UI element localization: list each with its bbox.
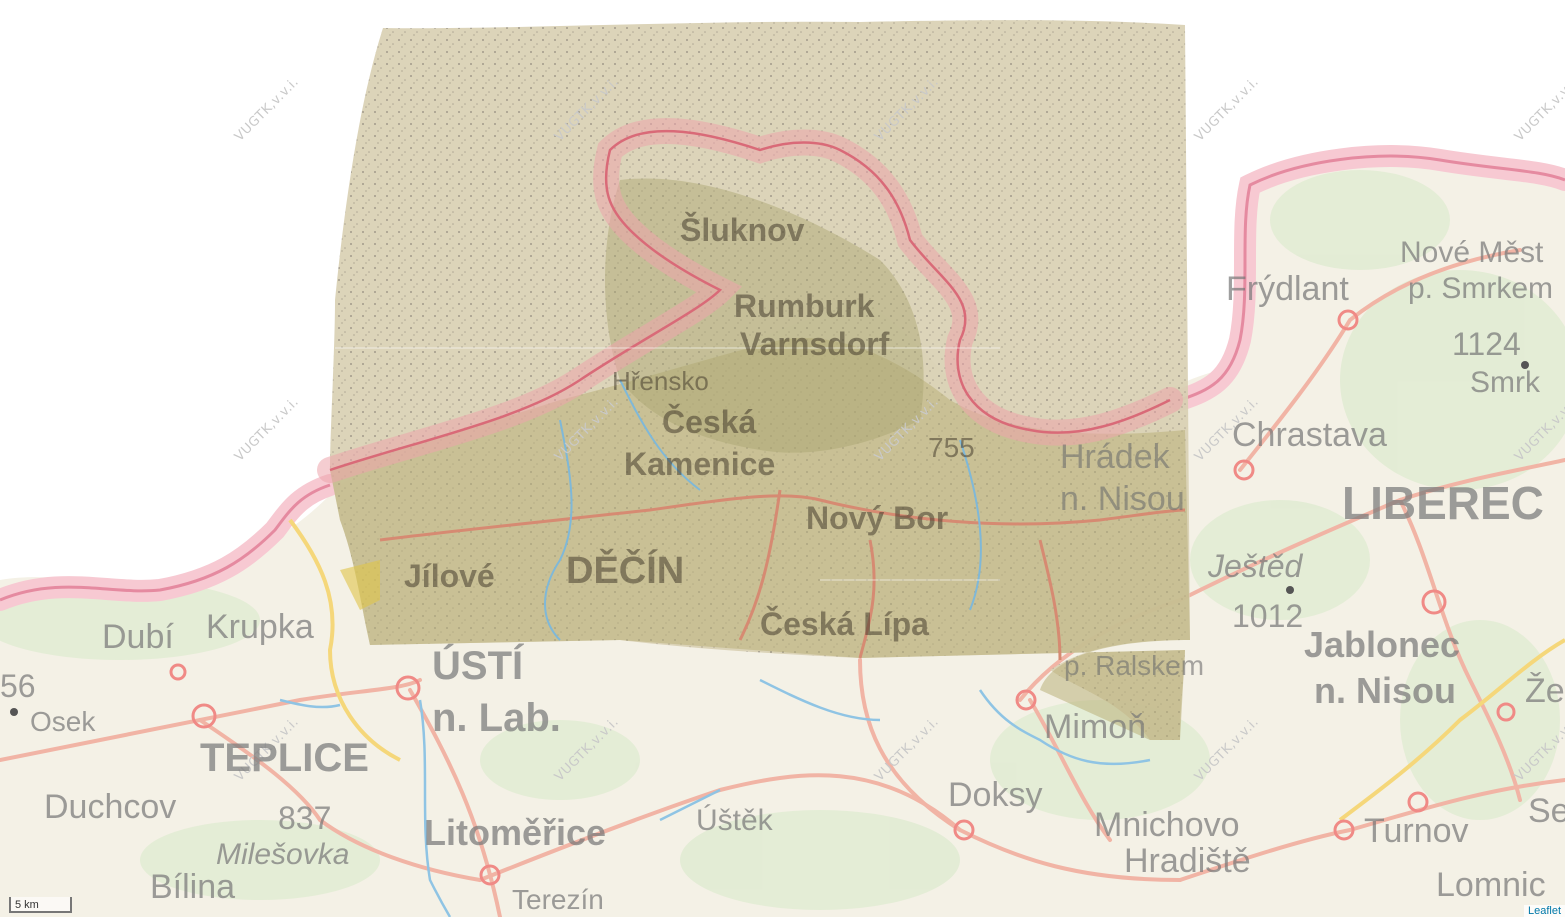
old-map-label-755: 755 [928, 432, 975, 463]
peak-markers [10, 361, 1529, 716]
place-label-mnichovo-2: Hradiště [1124, 842, 1251, 880]
overlay-roads [379, 489, 1186, 661]
historical-overlay-sheet [317, 20, 1190, 741]
place-label-chrastava: Chrastava [1232, 416, 1387, 454]
old-map-label-rumburk: Rumburk [734, 288, 875, 324]
place-label-terezin: Terezín [512, 884, 604, 915]
peak-label-1012: 1012 [1232, 598, 1304, 634]
overlay-border-line [329, 129, 1171, 472]
place-label-mnichovo: Mnichovo [1094, 806, 1240, 844]
place-label-ustek: Úštěk [696, 804, 773, 837]
place-label-lomnice: Lomnic [1436, 866, 1546, 904]
old-map-label-jilove: Jílové [404, 558, 495, 594]
place-label-krupka: Krupka [206, 608, 314, 646]
place-label-ralsko: p. Ralskem [1064, 650, 1205, 681]
rivers [279, 678, 1151, 917]
place-label-doksy: Doksy [948, 776, 1043, 814]
old-map-label-novy-bor: Nový Bor [806, 500, 949, 536]
peak-label-smrk: Smrk [1470, 366, 1540, 399]
overlay-rivers [544, 379, 982, 641]
peak-label-milesovka: Milešovka [216, 838, 350, 871]
overlay-forest-south [330, 338, 1190, 740]
motorway [288, 518, 1565, 822]
place-label-bilina: Bílina [150, 868, 236, 906]
attribution-link[interactable]: Leaflet [1523, 905, 1565, 917]
peak-label-837: 837 [278, 800, 332, 836]
place-label-ze: Že [1525, 672, 1565, 710]
place-label-nove-mesto-2: p. Smrkem [1408, 272, 1554, 305]
place-label-duchcov: Duchcov [44, 788, 177, 826]
peak-label-jested: Ještěd [1208, 548, 1303, 584]
old-map-label-varnsdorf: Varnsdorf [740, 326, 890, 362]
place-label-usti-2: n. Lab. [432, 696, 561, 740]
place-label-teplice: TEPLICE [200, 736, 369, 780]
place-label-turnov: Turnov [1364, 812, 1469, 850]
old-map-label-decin: DĚČÍN [566, 550, 685, 592]
old-map-label-ceska-kamenice: Česká [662, 404, 757, 440]
overlay-motorway-fragment [340, 560, 380, 610]
peak-label-1124: 1124 [1452, 326, 1521, 362]
old-map-label-sluknov: Šluknov [680, 212, 805, 248]
place-label-nove-mesto: Nové Měst [1400, 236, 1544, 269]
scale-bar: 5 km [9, 897, 72, 913]
old-map-label-ceska-kamenice-2: Kamenice [624, 446, 776, 482]
place-label-hradek: Hrádek [1060, 438, 1170, 476]
peak-label-56: 56 [0, 668, 36, 704]
place-label-ser: Ser [1528, 792, 1565, 830]
place-label-jablonec-2: n. Nisou [1314, 670, 1456, 711]
place-label-liberec: LIBEREC [1342, 477, 1544, 529]
state-border [0, 154, 1565, 602]
place-label-jablonec: Jablonec [1304, 624, 1461, 665]
place-label-frydlant: Frýdlant [1226, 270, 1349, 308]
place-label-osek: Osek [30, 706, 96, 737]
place-label-dubi: Dubí [102, 618, 174, 656]
overlay-forest-north [605, 178, 924, 453]
forest-areas [0, 170, 1565, 910]
place-label-hradek-2: n. Nisou [1060, 480, 1185, 518]
old-map-label-ceska-lipa: Česká Lípa [760, 606, 929, 642]
place-label-litomerice: Litoměřice [424, 812, 607, 853]
city-symbols [169, 309, 1516, 886]
old-map-label-hrensko: Hřensko [612, 366, 709, 396]
place-label-usti: ÚSTÍ [432, 644, 524, 688]
place-label-mimon: Mimoň [1044, 708, 1147, 746]
